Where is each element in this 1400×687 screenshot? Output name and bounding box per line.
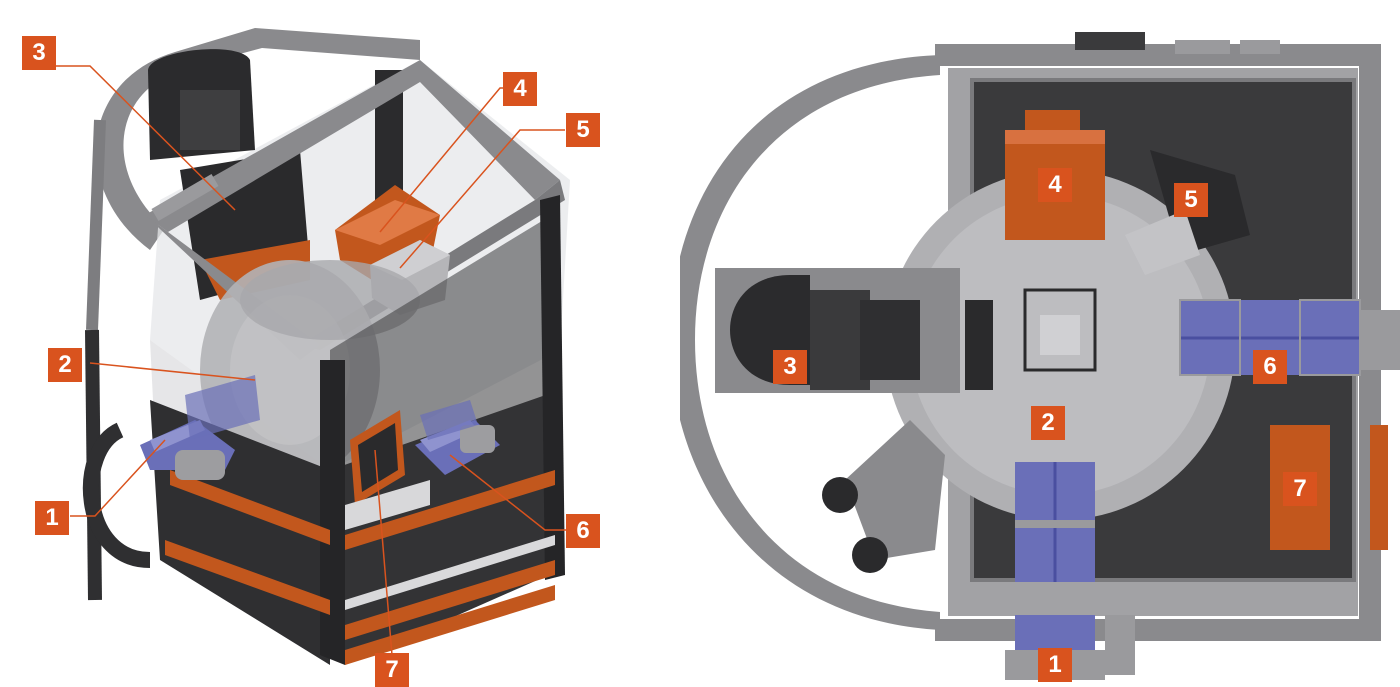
control-panel [345,410,430,530]
callout-badge-right-2: 2 [1031,406,1065,440]
callout-badge-left-3: 3 [22,36,56,70]
callout-badge-right-5: 5 [1174,183,1208,217]
top-connectors [1075,32,1280,54]
callout-badge-right-7: 7 [1283,472,1317,506]
lower-left-assembly [822,420,945,573]
callout-badge-left-7: 7 [375,653,409,687]
inner-wall [330,210,560,470]
processing-head [1005,110,1105,240]
callout-badge-left-1: 1 [35,501,69,535]
output-conveyor [415,400,500,475]
callout-badge-left-2: 2 [48,348,82,382]
rear-curved-frame [82,28,421,601]
callout-badge-right-3: 3 [773,350,807,384]
callout-badge-left-4: 4 [503,72,537,106]
output-conveyor [1179,299,1400,376]
callout-badge-right-4: 4 [1038,168,1072,202]
callout-badge-right-6: 6 [1253,350,1287,384]
callout-leaders-left [55,65,568,656]
top-view-machine-illustration [680,32,1400,680]
column-unit [715,268,993,393]
callout-badge-right-1: 1 [1038,648,1072,682]
isometric-machine-illustration [55,28,570,665]
callout-badge-left-5: 5 [566,113,600,147]
callout-badge-left-6: 6 [566,514,600,548]
input-conveyor [140,375,260,480]
